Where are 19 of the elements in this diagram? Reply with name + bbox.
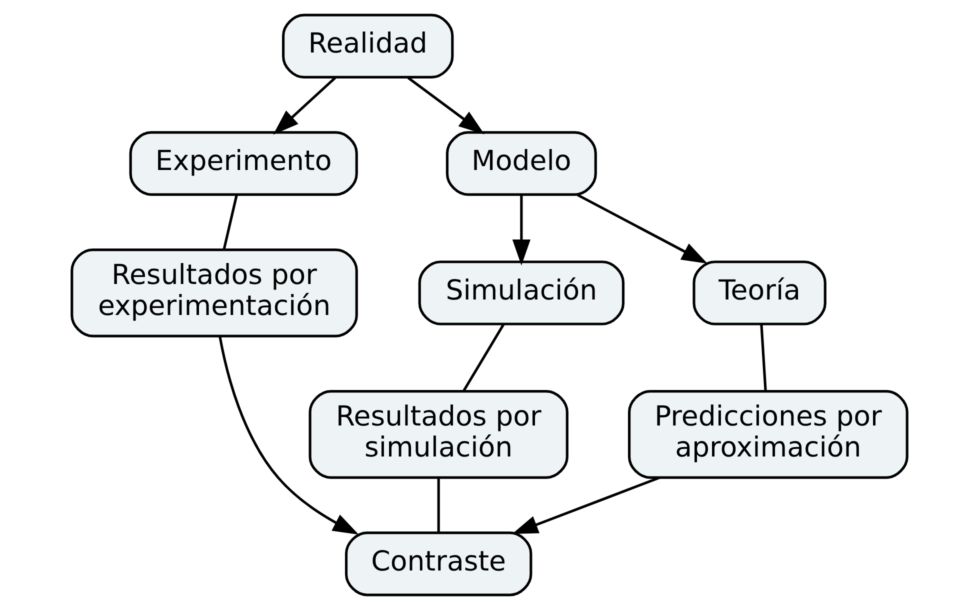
arrow <box>576 194 708 264</box>
node-box: Modelo <box>446 131 597 196</box>
arrow <box>273 76 336 135</box>
node-box: Simulación <box>418 260 625 326</box>
node-box: Predicciones por aproximación <box>628 390 908 479</box>
connector <box>760 324 767 392</box>
connector <box>222 194 238 250</box>
node-box: Resultados por simulación <box>308 390 568 479</box>
node-box: Teoría <box>692 260 826 326</box>
arrow <box>407 76 484 134</box>
arrow <box>512 476 660 534</box>
node-box: Contraste <box>344 531 532 596</box>
connector <box>462 324 505 392</box>
arrow <box>512 195 530 266</box>
node-box: Realidad <box>282 14 454 79</box>
arrow <box>218 336 359 535</box>
node-box: Resultados por experimentación <box>70 248 358 338</box>
node-box: Experimento <box>129 131 358 196</box>
connector <box>437 478 440 532</box>
